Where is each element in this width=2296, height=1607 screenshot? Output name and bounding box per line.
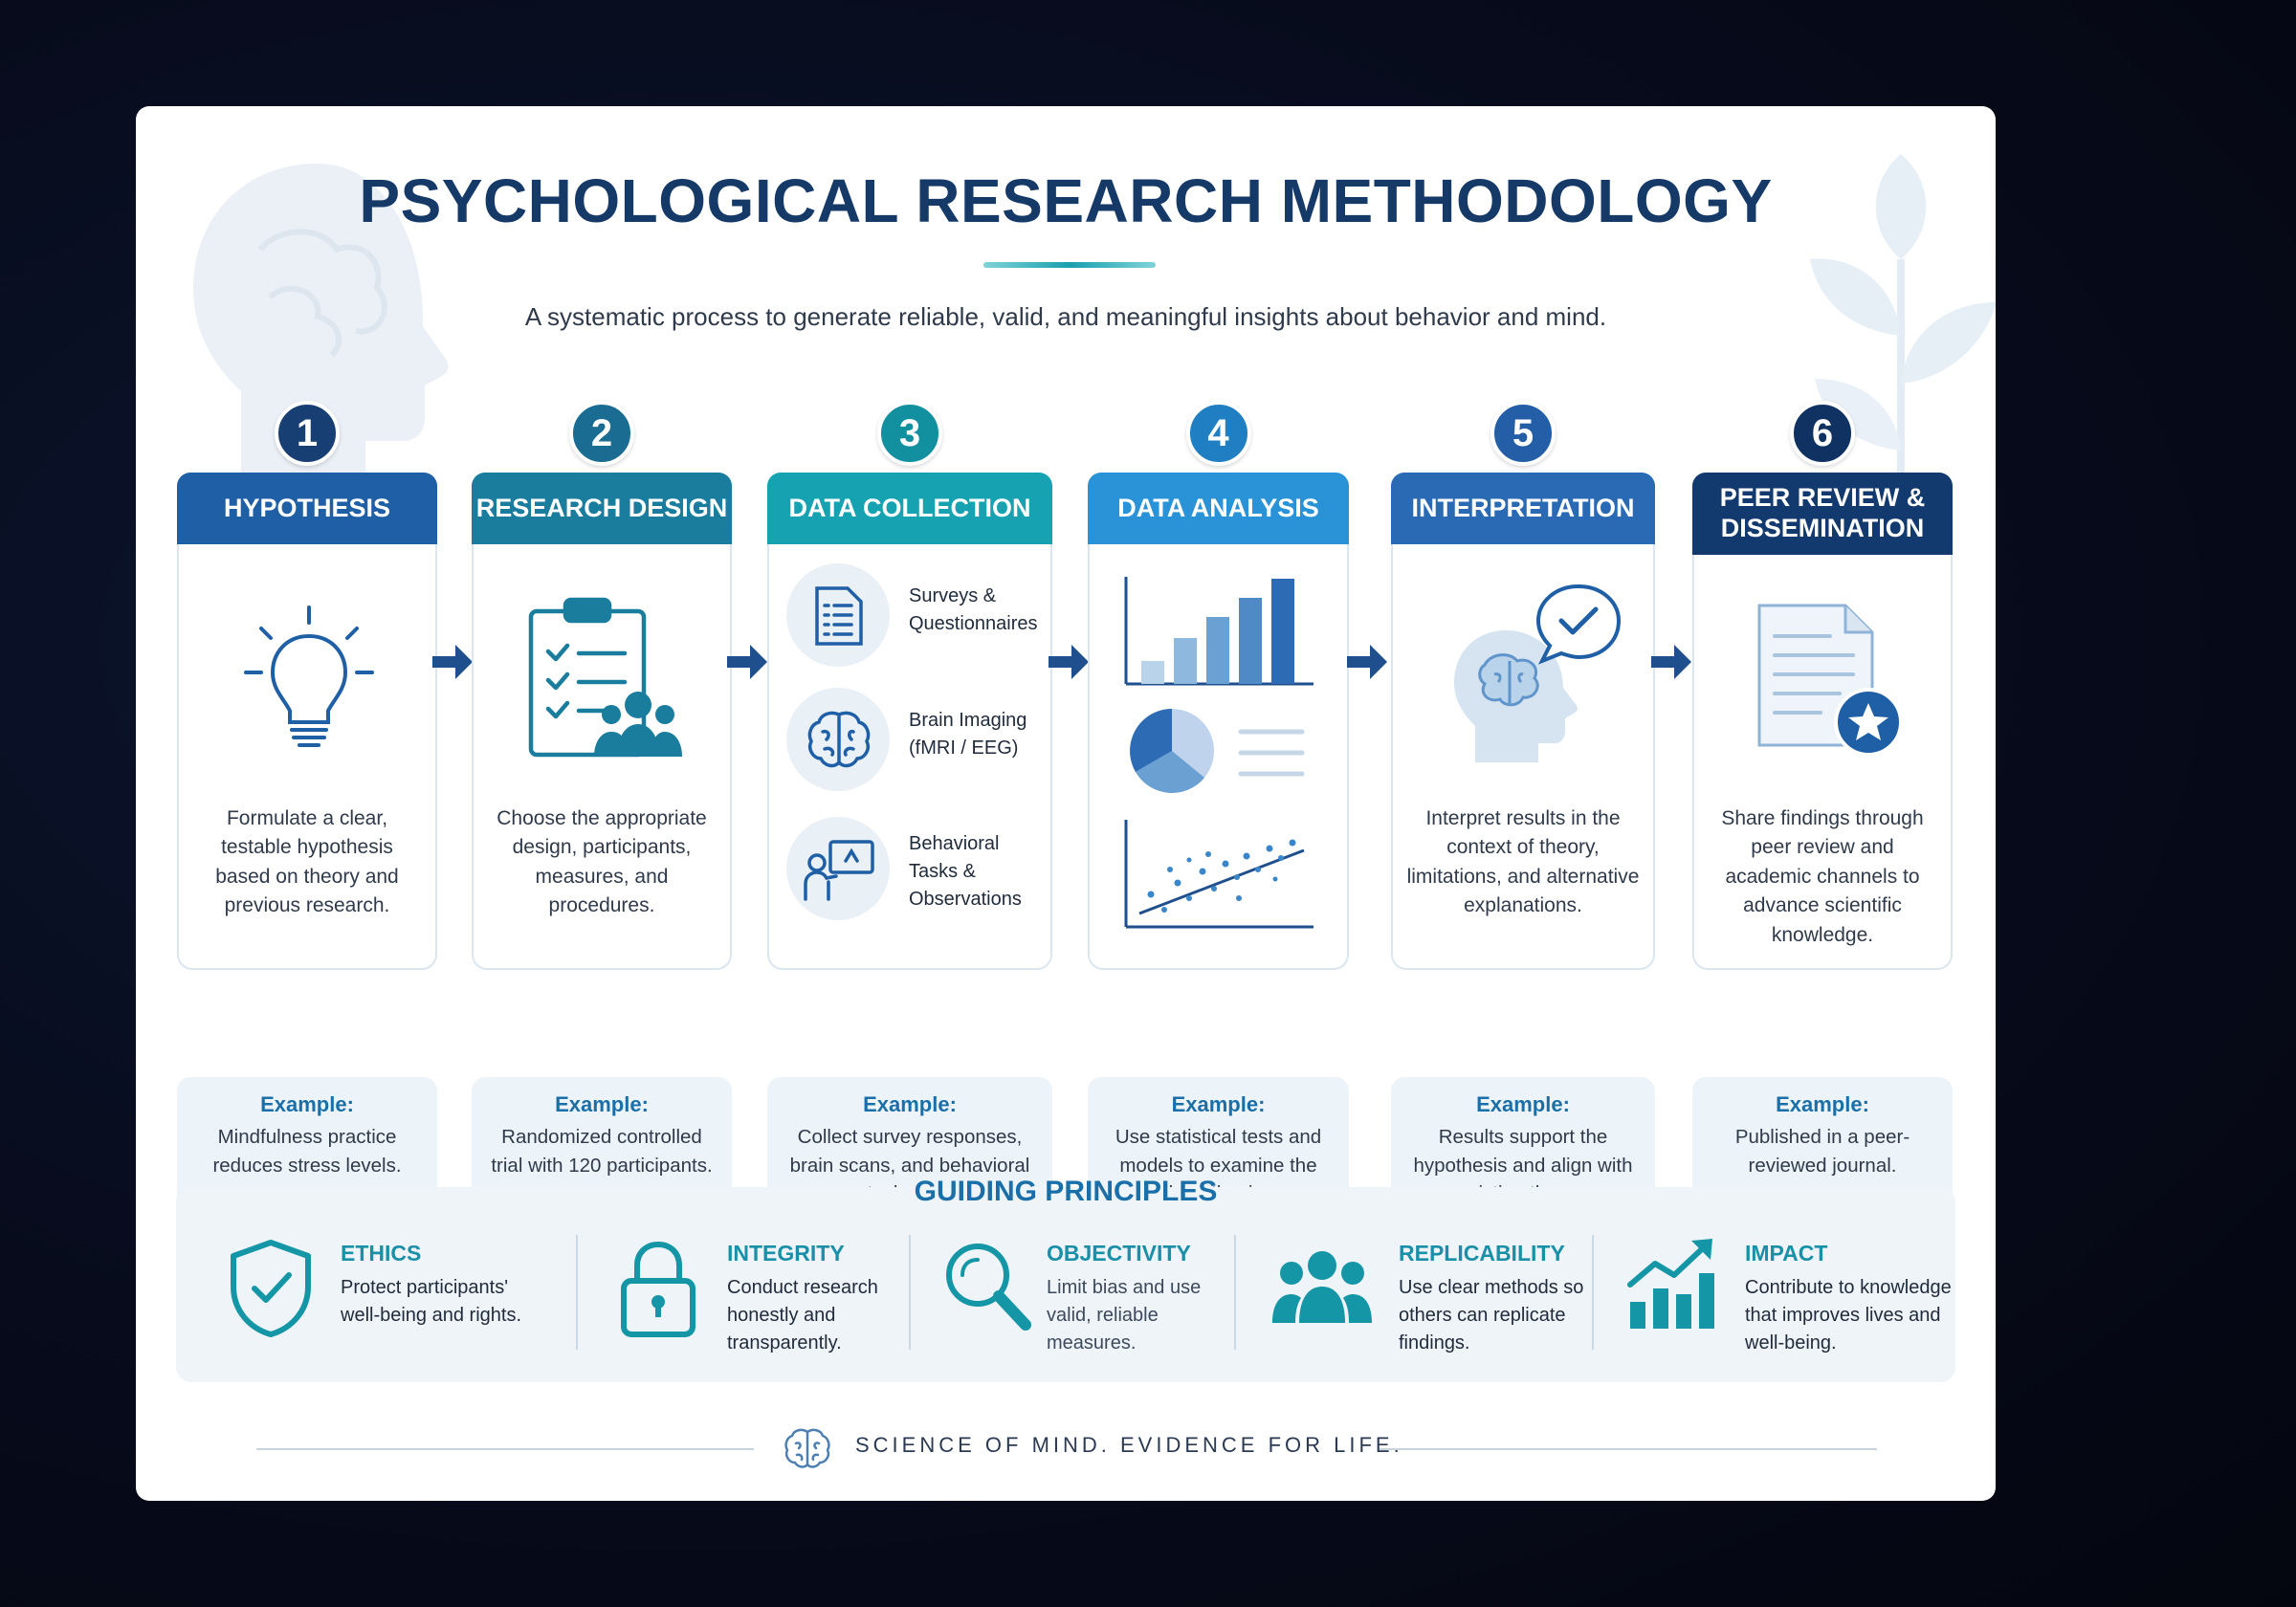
step-description: Choose the appropriate design, participa… xyxy=(497,807,707,917)
step-number: 5 xyxy=(1490,401,1556,466)
example-label: Example: xyxy=(555,1092,649,1116)
step-title: HYPOTHESIS xyxy=(177,473,437,544)
principle-name: OBJECTIVITY xyxy=(1047,1241,1191,1266)
example-label: Example: xyxy=(1171,1092,1266,1116)
principle-text: Contribute to knowledge that improves li… xyxy=(1745,1277,1952,1354)
step-body: Formulate a clear, testable hypothesis b… xyxy=(177,542,437,970)
page-title: PSYCHOLOGICAL RESEARCH METHODOLOGY xyxy=(359,166,1773,235)
infographic-card: PSYCHOLOGICAL RESEARCH METHODOLOGY A sys… xyxy=(136,106,1996,1501)
survey-document-icon xyxy=(815,586,863,646)
lightbulb-icon xyxy=(244,605,374,747)
brain-icon xyxy=(807,711,871,768)
example-label: Example: xyxy=(260,1092,354,1116)
step-body: Surveys & Questionnaires Brain Imaging (… xyxy=(767,542,1052,970)
example-label: Example: xyxy=(863,1092,957,1116)
principle-content: REPLICABILITY Use clear methods so other… xyxy=(1399,1241,1590,1357)
step-title: DATA ANALYSIS xyxy=(1088,473,1349,544)
example-label: Example: xyxy=(1776,1092,1869,1116)
arrow-right-icon xyxy=(727,645,767,679)
divider xyxy=(1592,1235,1594,1350)
shield-check-icon xyxy=(231,1240,311,1337)
step-description: Share findings through peer review and a… xyxy=(1721,807,1924,946)
principle-text: Protect participants' well-being and rig… xyxy=(341,1277,521,1326)
principle-content: ETHICS Protect participants' well-being … xyxy=(341,1241,532,1330)
principle-text: Conduct research honestly and transparen… xyxy=(727,1277,878,1354)
principle-text: Use clear methods so others can replicat… xyxy=(1399,1277,1584,1354)
step-title: RESEARCH DESIGN xyxy=(472,473,732,544)
divider xyxy=(576,1235,578,1350)
document-star-icon xyxy=(1757,604,1903,757)
example-label: Example: xyxy=(1476,1092,1570,1116)
step-number: 3 xyxy=(877,401,942,466)
footer-rule-right xyxy=(1380,1448,1877,1450)
magnifier-icon xyxy=(946,1244,1031,1331)
arrow-right-icon xyxy=(1651,645,1691,679)
arrow-right-icon xyxy=(432,645,473,679)
step-number: 1 xyxy=(275,401,340,466)
divider xyxy=(1234,1235,1236,1350)
step-title: PEER REVIEW & DISSEMINATION xyxy=(1692,473,1953,555)
person-at-screen-icon xyxy=(804,840,874,901)
step-title: DATA COLLECTION xyxy=(767,473,1052,544)
footer-rule-left xyxy=(256,1448,754,1450)
arrow-right-icon xyxy=(1049,645,1089,679)
group-icon xyxy=(1272,1251,1372,1323)
example-text: Mindfulness practice reduces stress leve… xyxy=(212,1126,402,1177)
step-body xyxy=(1088,542,1349,970)
step-body: Interpret results in the context of theo… xyxy=(1391,542,1655,970)
example-text: Randomized controlled trial with 120 par… xyxy=(491,1126,713,1177)
step-body: Share findings through peer review and a… xyxy=(1692,552,1953,970)
divider xyxy=(909,1235,911,1350)
charts-icon xyxy=(1124,577,1314,929)
title-underline xyxy=(983,262,1156,268)
footer-tagline: SCIENCE OF MIND. EVIDENCE FOR LIFE. xyxy=(855,1433,1403,1457)
head-silhouette-icon xyxy=(193,164,449,489)
principle-name: ETHICS xyxy=(341,1241,422,1266)
clipboard-checklist-icon xyxy=(528,597,682,758)
principle-text: Limit bias and use valid, reliable measu… xyxy=(1047,1277,1202,1354)
principle-content: IMPACT Contribute to knowledge that impr… xyxy=(1745,1241,1965,1357)
step-title: INTERPRETATION xyxy=(1391,473,1655,544)
padlock-icon xyxy=(621,1241,695,1337)
collection-item-brain-imaging: Brain Imaging (fMRI / EEG) xyxy=(786,688,1027,793)
growth-chart-icon xyxy=(1627,1239,1714,1329)
example-text: Published in a peer-reviewed journal. xyxy=(1734,1126,1910,1177)
principle-name: IMPACT xyxy=(1745,1241,1828,1266)
collection-item-label: Surveys & Questionnaires xyxy=(909,585,1038,634)
principle-content: OBJECTIVITY Limit bias and use valid, re… xyxy=(1047,1241,1238,1357)
step-body: Choose the appropriate design, participa… xyxy=(472,542,732,970)
collection-item-surveys: Surveys & Questionnaires xyxy=(786,563,1038,669)
collection-item-behavioral: Behavioral Tasks & Observations xyxy=(786,817,1026,922)
plant-decoration-icon xyxy=(1810,154,1996,517)
brain-icon xyxy=(784,1428,830,1468)
principle-name: REPLICABILITY xyxy=(1399,1241,1565,1266)
principles-panel: ETHICS Protect participants' well-being … xyxy=(176,1187,1955,1382)
step-description: Formulate a clear, testable hypothesis b… xyxy=(215,807,399,917)
principles-heading: GUIDING PRINCIPLES xyxy=(914,1176,1218,1207)
principle-name: INTEGRITY xyxy=(727,1241,845,1266)
arrow-right-icon xyxy=(1347,645,1387,679)
step-description: Interpret results in the context of theo… xyxy=(1406,807,1640,917)
step-number: 2 xyxy=(569,401,634,466)
collection-item-label: Behavioral Tasks & Observations xyxy=(909,833,1022,910)
page-subtitle: A systematic process to generate reliabl… xyxy=(524,302,1607,331)
principle-content: INTEGRITY Conduct research honestly and … xyxy=(727,1241,918,1357)
collection-item-label: Brain Imaging (fMRI / EEG) xyxy=(909,710,1027,759)
step-number: 4 xyxy=(1185,401,1251,466)
step-number: 6 xyxy=(1790,401,1855,466)
head-brain-check-icon xyxy=(1454,583,1622,762)
